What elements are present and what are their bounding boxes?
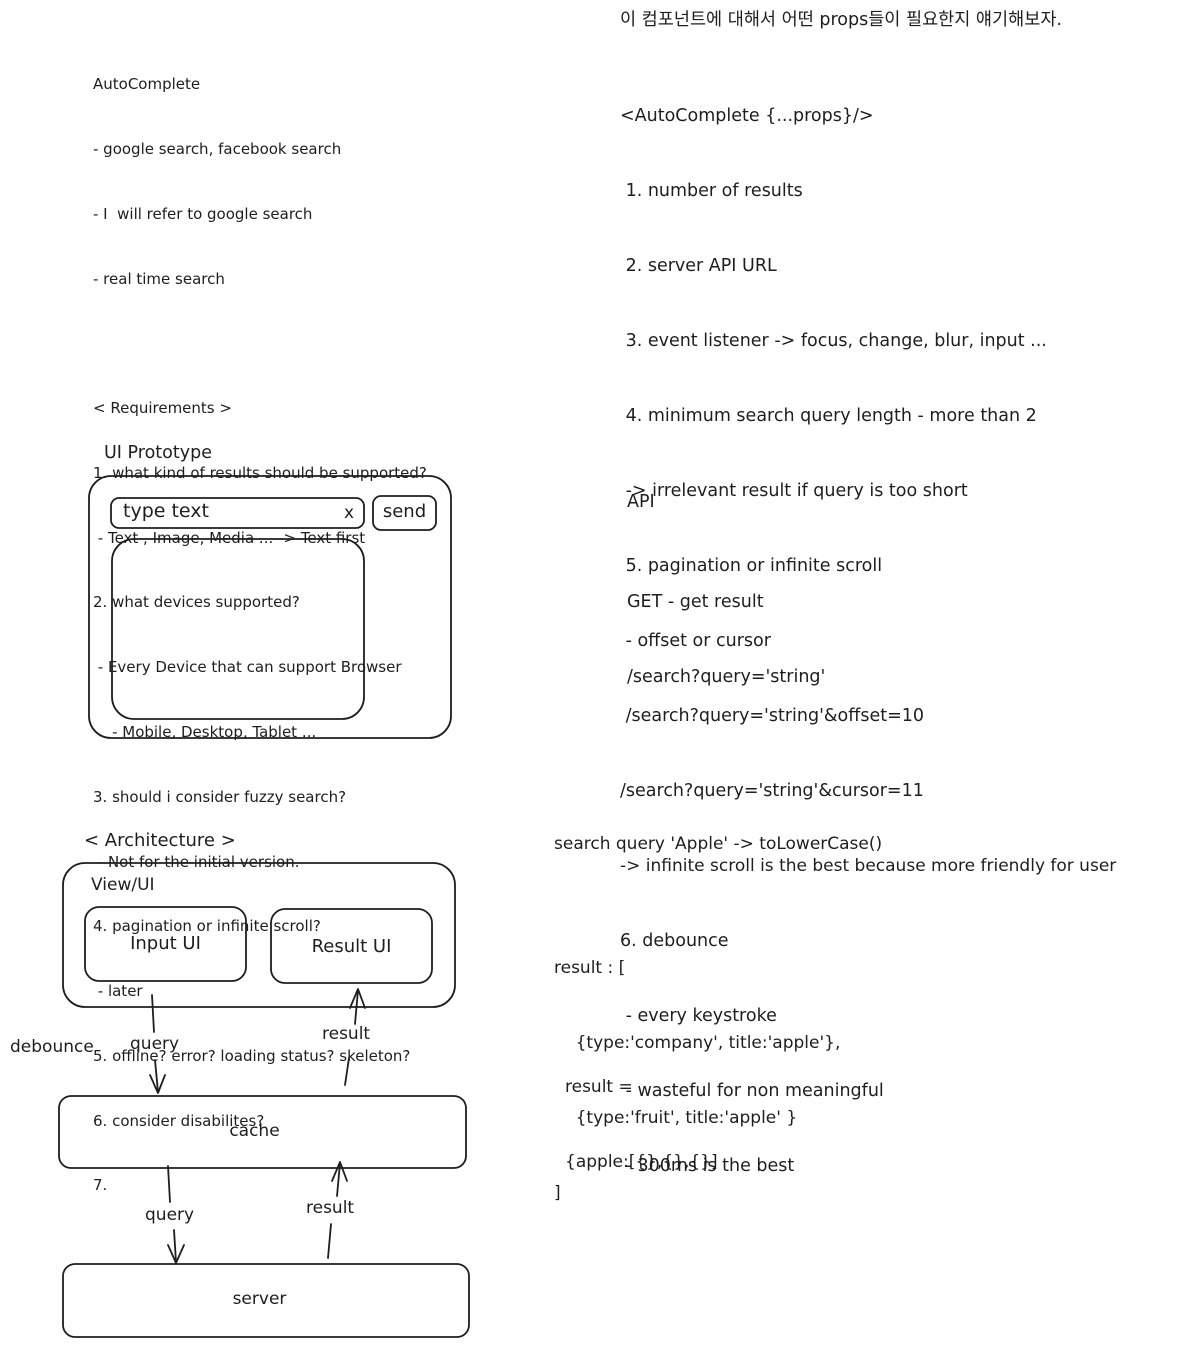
note-line: -> infinite scroll is the best because m… [620, 856, 1117, 876]
note-line: 1. what kind of results should be suppor… [93, 463, 427, 482]
view-ui-container [62, 862, 456, 1008]
note-line: result : [ [554, 958, 626, 978]
note-line: - later [93, 982, 143, 1001]
prototype-input-field[interactable]: type text [123, 500, 209, 522]
api-title: API [627, 492, 655, 512]
note-line: 2. server API URL [620, 256, 777, 276]
cache-query-note: search query 'Apple' -> toLowerCase() [554, 834, 883, 854]
query-arrow-top [149, 994, 166, 1094]
note-line: 4. pagination or infinite scroll? [93, 917, 321, 936]
debounce-label: debounce [10, 1037, 94, 1057]
query-arrow-bottom [167, 1165, 185, 1264]
api-notes: GET - get result /search?query='string' [627, 540, 825, 715]
prototype-frame [88, 475, 452, 739]
note-line: - Not for the initial version. [93, 852, 300, 871]
note-line: - 300ms is the best [620, 1156, 795, 1176]
note-line: /search?query='string'&offset=10 [620, 706, 925, 726]
cache-map-notes: result = {apple:[{},{},{}] [565, 1025, 718, 1200]
note-line: 4. minimum search query length - more th… [620, 406, 1037, 426]
result-ui-label: Result UI [311, 936, 392, 957]
note-line: 7. [93, 1176, 108, 1195]
prototype-results-panel [111, 538, 365, 720]
prototype-input-box [110, 497, 365, 529]
note-line: 5. offline? error? loading status? skele… [93, 1046, 411, 1065]
note-line: 1. number of results [620, 181, 803, 201]
props-heading: 이 컴포넌트에 대해서 어떤 props들이 필요한지 얘기해보자. [620, 10, 1062, 30]
server-box [62, 1263, 470, 1338]
note-line: {type:'fruit', title:'apple' } [554, 1108, 798, 1128]
architecture-title: < Architecture > [84, 830, 236, 851]
note-line: {type:'company', title:'apple'}, [554, 1033, 841, 1053]
note-line: ] [554, 1183, 561, 1203]
note-line: - google search, facebook search [93, 139, 342, 158]
result-arrow-bottom [327, 1161, 348, 1259]
requirements-notes: AutoComplete - google search, facebook s… [93, 31, 427, 1219]
prototype-title: UI Prototype [104, 443, 212, 463]
send-button[interactable]: send [382, 501, 427, 522]
note-line: <AutoComplete {...props}/> [620, 106, 874, 126]
input-ui-box [84, 906, 247, 982]
note-line: GET - get result [627, 592, 764, 612]
result-label-bottom: result [306, 1198, 355, 1218]
note-line: - Text , Image, Media ... -> Text first [93, 528, 366, 547]
clear-icon[interactable]: x [344, 503, 355, 523]
note-line: result = [565, 1077, 633, 1097]
cache-label: cache [229, 1121, 280, 1141]
server-label: server [232, 1289, 287, 1309]
note-line: - Every Device that can support Browser [93, 658, 402, 677]
note-line: - real time search [93, 269, 225, 288]
input-ui-label: Input UI [130, 933, 201, 954]
note-line: 2. what devices supported? [93, 593, 300, 612]
note-line: {apple:[{},{},{}] [565, 1152, 718, 1172]
query-label-top: query [130, 1034, 180, 1054]
view-ui-label: View/UI [91, 875, 155, 895]
note-line: - every keystroke [620, 1006, 777, 1026]
result-arrow-top [344, 988, 366, 1086]
note-line: 6. consider disabilites? [93, 1111, 265, 1130]
note-line: /search?query='string'&cursor=11 [620, 781, 924, 801]
note-line: - wasteful for non meaningful [620, 1081, 884, 1101]
result-label-top: result [322, 1024, 371, 1044]
result-ui-box [270, 908, 433, 984]
note-line: AutoComplete [93, 75, 201, 94]
cache-result-notes: result : [ {type:'company', title:'apple… [554, 906, 840, 1231]
note-line: - I will refer to google search [93, 204, 313, 223]
note-line: < Requirements > [93, 399, 232, 418]
note-line: 3. event listener -> focus, change, blur… [620, 331, 1047, 351]
note-line: -> irrelevant result if query is too sho… [620, 481, 968, 501]
props-notes: <AutoComplete {...props}/> 1. number of … [620, 54, 1116, 1204]
note-line: 3. should i consider fuzzy search? [93, 787, 347, 806]
cache-box [58, 1095, 467, 1169]
query-label-bottom: query [145, 1205, 195, 1225]
note-line: - Mobile, Desktop, Tablet ... [93, 723, 317, 741]
note-line: 5. pagination or infinite scroll [620, 556, 883, 576]
note-line: 6. debounce [620, 931, 729, 951]
note-line: /search?query='string' [627, 667, 826, 687]
prototype-send-box [372, 495, 437, 531]
note-line: - offset or cursor [620, 631, 771, 651]
